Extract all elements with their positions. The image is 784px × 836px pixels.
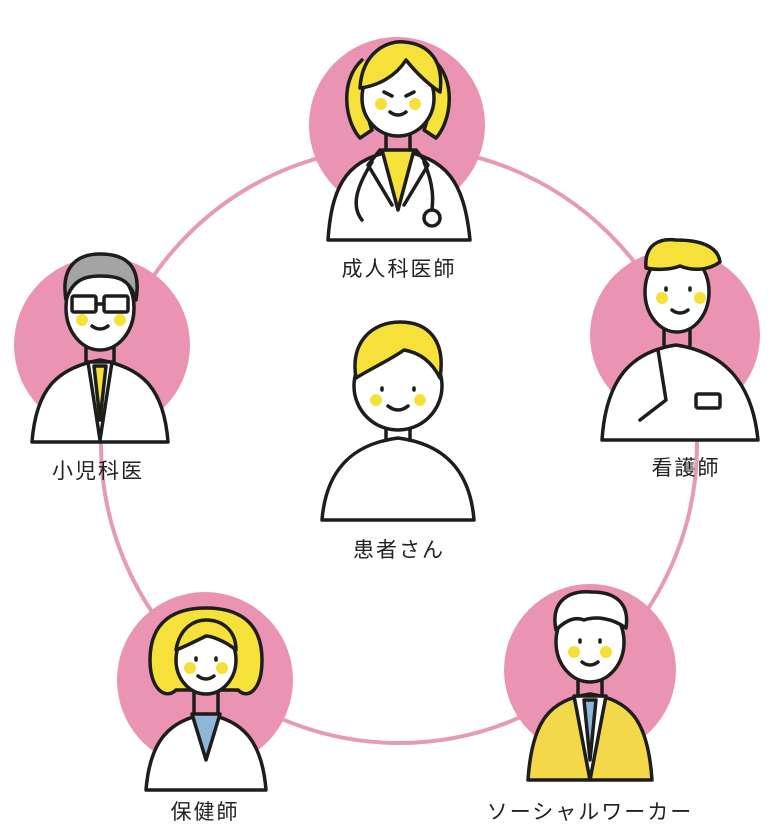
nurse-illustration bbox=[600, 237, 760, 442]
social-worker-illustration bbox=[526, 590, 654, 782]
adult-physician-face bbox=[375, 98, 421, 110]
public-health-nurse-illustration bbox=[144, 606, 268, 792]
social-worker-label: ソーシャルワーカー bbox=[486, 800, 694, 824]
adult-physician-illustration bbox=[326, 40, 472, 242]
nurse-label: 看護師 bbox=[651, 456, 721, 480]
patient-label: 患者さん bbox=[353, 538, 445, 562]
adult-physician-label: 成人科医師 bbox=[341, 257, 457, 281]
patient-illustration bbox=[320, 320, 476, 522]
public-health-nurse-label: 保健師 bbox=[170, 800, 240, 824]
pediatrician-label: 小児科医 bbox=[52, 459, 144, 483]
pediatrician-illustration bbox=[30, 252, 170, 444]
